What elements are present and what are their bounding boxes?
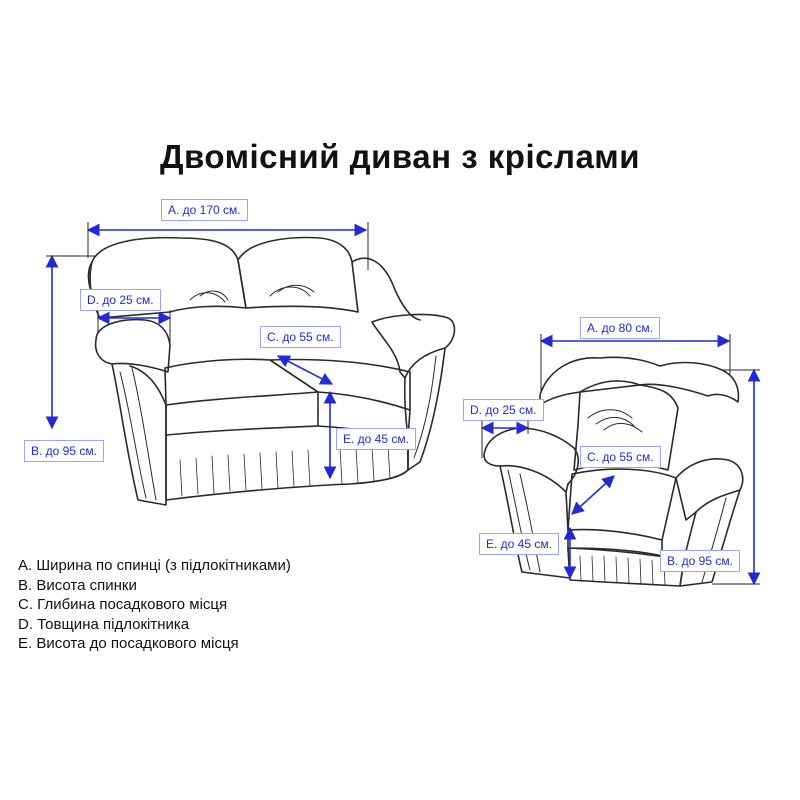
armchair-seat-front [567,529,663,557]
armchair-skirt-pleats [579,555,666,586]
armchair-width-label: A. до 80 см. [580,317,660,339]
armchair-dimensions [480,334,761,586]
armchair-right-arm [675,458,744,521]
armchair-seat [567,468,677,541]
sofa-height-label: B. до 95 см. [24,440,104,462]
sofa-dimensions [45,222,369,480]
armchair-left-arm-scroll [507,469,541,573]
armchair-depth-line [571,475,615,515]
sofa-left-arm-front [111,363,167,506]
sofa-width-label: A. до 170 см. [161,199,248,221]
legend-item-d: D. Товщина підлокітника [18,615,190,633]
armchair-back-folds [587,409,643,433]
sofa-back-right-cushion [237,236,359,313]
sofa-skirt-pleats [179,445,391,497]
sofa-drawing [87,236,456,506]
armchair-seat-height-label: E. до 45 см. [479,533,559,555]
armchair-left-arm-front [499,465,571,579]
armchair-left-arm [483,427,580,493]
sofa-depth-label: C. до 55 см. [260,326,341,348]
sofa-seat-left [164,358,319,406]
sofa-arm-label: D. до 25 см. [80,289,161,311]
legend-item-e: E. Висота до посадкового місця [18,635,239,652]
diagram-title: Двомісний диван з кріслами [159,138,640,175]
sofa-left-arm [94,318,171,373]
armchair-skirt [567,547,685,587]
sofa-right-arm-scroll [413,355,437,459]
sofa-seat-right [269,358,411,411]
legend-item-b: B. Висота спинки [18,576,137,594]
armchair-arm-label: D. до 25 см. [463,399,544,421]
sofa-depth-line [276,355,334,385]
legend: A. Ширина по спинці (з підлокітниками) B… [18,556,291,654]
sofa-seat-height-label: E. до 45 см. [336,428,416,450]
armchair-back [539,356,740,406]
legend-item-c: C. Глибина посадкового місця [18,596,228,613]
armchair-depth-label: C. до 55 см. [580,446,661,468]
legend-item-a: A. Ширина по спинці (з підлокітниками) [18,557,291,574]
armchair-right-arm-scroll [701,497,727,583]
sofa-skirt [165,434,409,501]
sofa-back-right-wing [351,257,421,321]
sofa-left-arm-scroll [119,367,157,501]
armchair-height-label: B. до 95 см. [660,550,740,572]
sofa-back-folds [189,284,315,303]
